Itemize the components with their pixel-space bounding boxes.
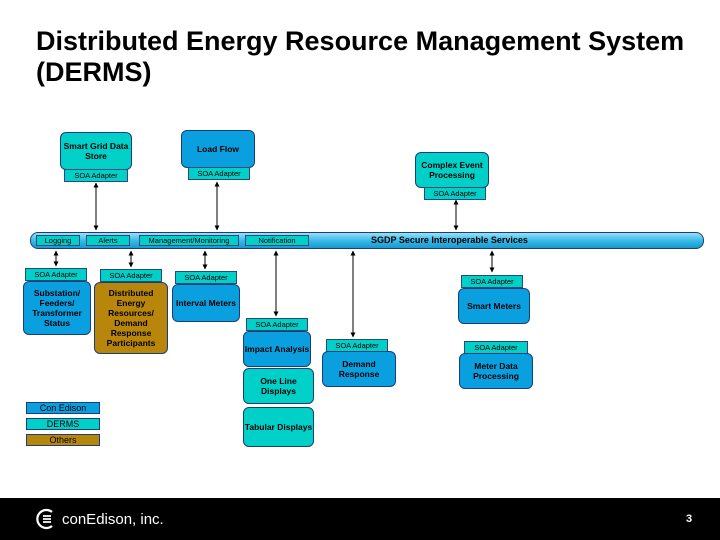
legend-derms: DERMS <box>26 418 100 430</box>
adapter-smart-grid-data-store: SOA Adapter <box>64 169 128 182</box>
box-interval-meters: Interval Meters <box>172 284 240 322</box>
adapter-smart-meters: SOA Adapter <box>461 275 523 288</box>
adapter-complex-event-processing: SOA Adapter <box>424 187 486 200</box>
box-smart-grid-data-store: Smart Grid Data Store <box>60 132 132 170</box>
bus-service-notification: Notification <box>245 235 309 246</box>
box-distributed-energy: Distributed Energy Resources/ Demand Res… <box>94 282 168 354</box>
company-name: conEdison, inc. <box>62 511 164 528</box>
adapter-substation: SOA Adapter <box>25 268 87 281</box>
page-title: Distributed Energy Resource Management S… <box>36 26 685 87</box>
bus-service-alerts: Alerts <box>86 235 130 246</box>
box-load-flow: Load Flow <box>181 130 255 168</box>
legend-con-edison: Con Edison <box>26 402 100 414</box>
footer-bar: conEdison, inc. 3 <box>0 498 720 540</box>
box-one-line-displays: One Line Displays <box>243 368 314 404</box>
box-meter-data-processing: Meter Data Processing <box>459 353 533 389</box>
page-number: 3 <box>686 513 693 525</box>
bus-label: SGDP Secure Interoperable Services <box>371 235 528 245</box>
box-impact-analysis: Impact Analysis <box>243 331 311 367</box>
box-substation: Substation/ Feeders/ Transformer Status <box>23 281 91 335</box>
box-tabular-displays: Tabular Displays <box>243 407 314 447</box>
box-demand-response: Demand Response <box>322 351 396 387</box>
adapter-load-flow: SOA Adapter <box>188 167 250 180</box>
adapter-distributed-energy: SOA Adapter <box>100 269 162 282</box>
sgdp-service-bus: Logging Alerts Management/Monitoring Not… <box>30 232 704 249</box>
adapter-interval-meters: SOA Adapter <box>175 271 237 284</box>
adapter-impact-analysis: SOA Adapter <box>246 318 308 331</box>
legend-others: Others <box>26 434 100 446</box>
bus-service-logging: Logging <box>36 235 80 246</box>
box-complex-event-processing: Complex Event Processing <box>415 152 489 188</box>
con-edison-logo-icon <box>36 508 53 530</box>
box-smart-meters: Smart Meters <box>458 288 530 324</box>
bus-service-management-monitoring: Management/Monitoring <box>139 235 239 246</box>
